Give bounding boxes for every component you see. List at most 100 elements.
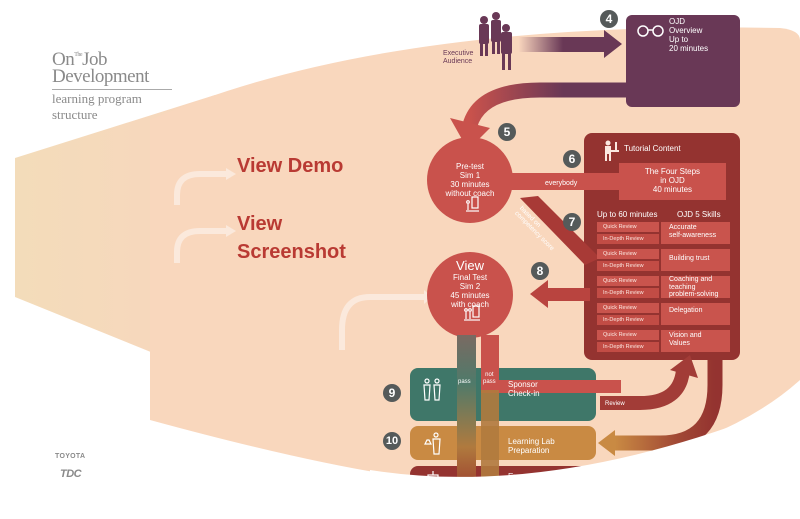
finaltest-line4: with coach [451, 300, 489, 309]
glasses-icon [636, 24, 666, 43]
everybody-label: everybody [545, 180, 578, 187]
audience-label: Executive Audience [443, 50, 473, 65]
four-steps-line1: The Four Steps [644, 167, 701, 176]
audience-arrow [518, 37, 608, 52]
overview-line2: Overview [669, 26, 703, 35]
step-badge-7: 7 [563, 213, 581, 231]
skill-line: self-awareness [669, 231, 717, 239]
learning-lab-prep-label: Learning Lab Preparation [508, 437, 555, 455]
finaltest-line2: Sim 2 [459, 282, 481, 291]
overview-line1: OJD [669, 17, 685, 26]
executive-audience-icon [474, 12, 519, 79]
in-depth-review-button[interactable]: In-Depth Review [597, 234, 659, 244]
four-steps-line3: 40 minutes [652, 185, 693, 194]
learninglab-prep-stage [410, 426, 596, 460]
sponsor-line2: Check-in [508, 389, 540, 398]
pretest-line4: without coach [445, 189, 495, 198]
audience-line1: Executive [443, 50, 474, 57]
pretest-line2: Sim 1 [459, 171, 481, 180]
skill-line: Values [669, 339, 690, 347]
not-pass-line1: not [485, 372, 494, 378]
sponsor-icon [422, 378, 442, 407]
lab-prep-line1: Learning Lab [508, 437, 555, 446]
skill-line: Coaching and [669, 276, 713, 283]
quick-review-button[interactable]: Quick Review [597, 222, 659, 232]
in-depth-review-button[interactable]: In-Depth Review [597, 342, 659, 352]
skill-line: Accurate [669, 224, 697, 231]
quick-review-button[interactable]: Quick Review [597, 303, 659, 313]
presenter-icon [426, 470, 440, 489]
exec-learning-lab-label: Executive Learning Lab 8 hours [508, 472, 555, 502]
lab-prep-icon [423, 432, 443, 461]
decorative-arrows [174, 171, 425, 350]
view-final-test-link[interactable]: View [456, 258, 484, 273]
four-steps-line2: in OJD [660, 176, 685, 185]
simulation-icon [463, 305, 481, 326]
exec-lab-line2: Learning Lab [508, 481, 555, 490]
view-screenshot-line1: View [237, 213, 283, 235]
quick-review-button[interactable]: Quick Review [597, 276, 659, 286]
tutorial-content-label: Tutorial Content [624, 144, 681, 153]
in-depth-review-button[interactable]: In-Depth Review [597, 288, 659, 298]
tutorial-icon [603, 140, 621, 167]
duration-label: Up to 60 minutes [597, 210, 658, 219]
subtitle: learning program structure [52, 89, 172, 123]
skill-line: problem-solving [669, 291, 719, 298]
not-pass-label: not pass [483, 372, 496, 386]
skill-name: Delegation [661, 303, 730, 325]
skill-row: Quick Review In-Depth Review Delegation [597, 303, 730, 325]
pretest-text: Pre-test Sim 1 30 minutes without coach [430, 162, 510, 198]
skill-line: Building trust [669, 255, 710, 262]
step-badge-9: 9 [383, 384, 401, 402]
skill-row: Quick Review In-Depth Review Coaching an… [597, 276, 730, 298]
overview-line4: 20 minutes [669, 44, 709, 53]
in-depth-review-button[interactable]: In-Depth Review [597, 315, 659, 325]
step-badge-6: 6 [563, 150, 581, 168]
sponsor-line1: Sponsor [508, 380, 538, 389]
review-label: Review [605, 401, 625, 407]
simulation-icon [464, 196, 480, 217]
title-the: The [74, 52, 83, 58]
skills-title: OJD 5 Skills [677, 210, 721, 219]
title-on: On [52, 49, 75, 70]
step-badge-10: 10 [383, 432, 401, 450]
finaltest-circle [427, 252, 513, 338]
exec-lab-line1: Executive [508, 472, 543, 481]
view-screenshot-line2: Screenshot [237, 241, 346, 263]
tdc-logo: TDC [60, 468, 82, 480]
view-screenshot-link[interactable]: View Screenshot [237, 210, 346, 266]
title-development: Development [52, 66, 149, 87]
pass-label: pass [458, 379, 471, 385]
finaltest-line3: 45 minutes [450, 291, 490, 300]
overview-box [626, 15, 740, 107]
skill-line: teaching [669, 283, 696, 291]
skill-line: Delegation [669, 307, 703, 314]
finaltest-line1: Final Test [452, 273, 488, 282]
pretest-line1: Pre-test [455, 162, 484, 171]
step-badge-4: 4 [600, 10, 618, 28]
skill-name: Building trust [661, 249, 730, 271]
step-badge-5: 5 [498, 123, 516, 141]
quick-review-button[interactable]: Quick Review [597, 330, 659, 340]
not-pass-line2: pass [483, 379, 496, 385]
exec-lab-duration: 8 hours [508, 493, 535, 502]
pretest-line3: 30 minutes [450, 180, 490, 189]
audience-line2: Audience [443, 57, 473, 65]
skill-row: Quick Review In-Depth Review Building tr… [597, 249, 730, 271]
overview-text: OJD Overview Up to 20 minutes [669, 17, 708, 53]
step-badge-8: 8 [531, 262, 549, 280]
overview-line3: Up to [669, 35, 689, 44]
toyota-logo: TOYOTA [55, 453, 86, 460]
sponsor-checkin-label: Sponsor Check-in [508, 380, 540, 398]
view-demo-link[interactable]: View Demo [237, 155, 344, 177]
pretest-circle [427, 137, 513, 223]
quick-review-button[interactable]: Quick Review [597, 249, 659, 259]
lab-prep-line2: Preparation [508, 446, 550, 455]
in-depth-review-button[interactable]: In-Depth Review [597, 261, 659, 271]
title-block: OnTheJob Development learning program st… [52, 47, 172, 123]
